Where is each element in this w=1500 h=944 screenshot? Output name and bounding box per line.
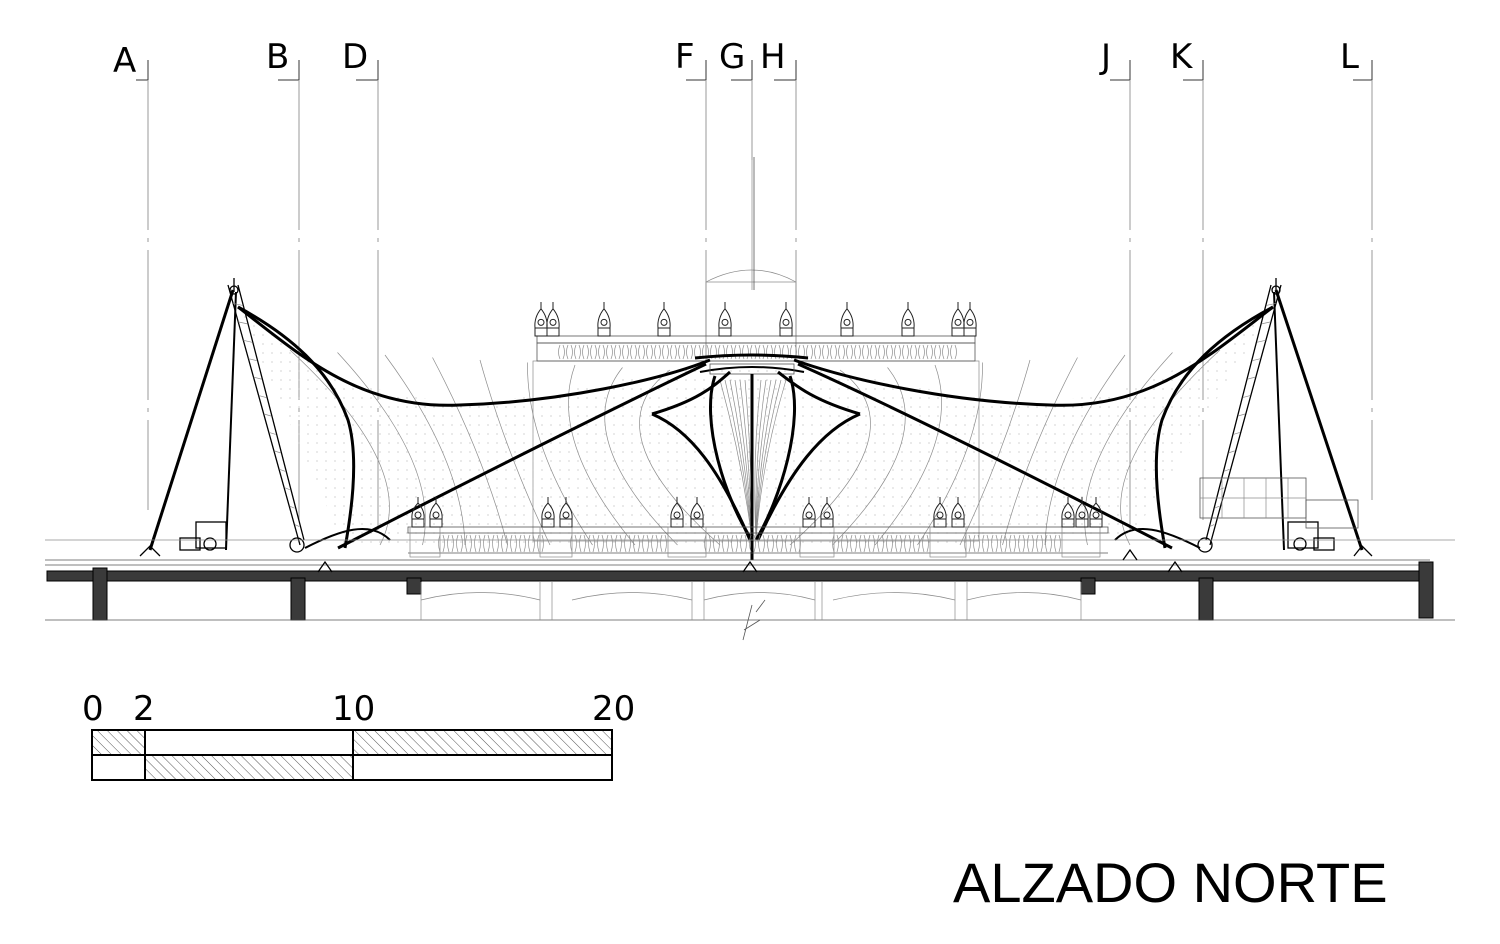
- finial-ornament: [657, 302, 671, 337]
- scale-label-20: 20: [592, 689, 635, 729]
- finial-ornament: [1061, 497, 1075, 528]
- ground-slab: [45, 539, 1455, 641]
- axis-label-l: L: [1340, 37, 1359, 77]
- finial-ornament: [963, 302, 977, 337]
- finial-ornament: [690, 497, 704, 528]
- mast-left: [139, 278, 305, 557]
- finial-ornament: [546, 302, 560, 337]
- finial-ornament: [779, 302, 793, 337]
- axis-label-d: D: [342, 37, 368, 77]
- finial-ornament: [559, 497, 573, 528]
- drawing-title: ALZADO NORTE: [953, 851, 1388, 914]
- axis-label-g: G: [719, 37, 745, 77]
- axis-label-h: H: [760, 37, 786, 77]
- finial-ornament: [597, 302, 611, 337]
- finial-ornament: [718, 302, 732, 337]
- finial-ornament: [429, 497, 443, 528]
- scale-label-0: 0: [82, 689, 104, 729]
- scale-label-10: 10: [332, 689, 375, 729]
- finial-ornament: [1075, 497, 1089, 528]
- finial-ornament: [534, 302, 548, 337]
- axis-label-a: A: [113, 41, 136, 81]
- finial-ornament: [541, 497, 555, 528]
- finial-ornament: [951, 302, 965, 337]
- finial-ornament: [820, 497, 834, 528]
- finial-ornament: [670, 497, 684, 528]
- finial-ornament: [933, 497, 947, 528]
- scale-label-2: 2: [133, 689, 155, 729]
- axis-label-f: F: [675, 37, 695, 77]
- finial-ornament: [901, 302, 915, 337]
- axis-label-b: B: [266, 37, 289, 77]
- finial-ornament: [840, 302, 854, 337]
- mast-right: [1197, 278, 1373, 557]
- scale-bar: 0 2 10 20: [82, 689, 635, 781]
- finial-ornament: [802, 497, 816, 528]
- axis-grid: A B D F G H J K L: [113, 37, 1373, 530]
- membrane-roof: [238, 307, 1273, 548]
- axis-label-j: J: [1099, 37, 1111, 77]
- finial-ornament: [1089, 497, 1103, 528]
- foreground-balustrade: [407, 497, 1109, 558]
- axis-label-k: K: [1170, 37, 1194, 77]
- tension-structure: [237, 305, 1274, 560]
- finial-ornament: [951, 497, 965, 528]
- finial-ornament: [411, 497, 425, 528]
